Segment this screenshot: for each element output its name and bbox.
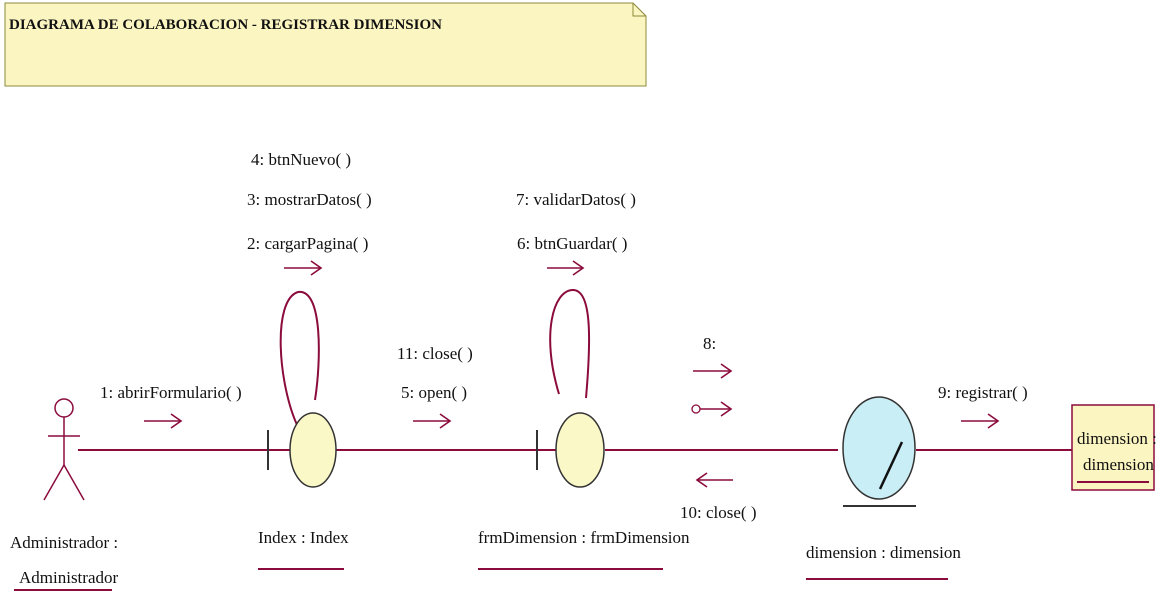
arrow-right-icon — [144, 413, 183, 429]
arrow-right-icon — [284, 260, 323, 276]
box-line2: dimension — [1083, 455, 1154, 474]
arrow-right-icon — [413, 413, 452, 429]
entity-icon — [842, 396, 916, 500]
object-frmdimension[interactable]: frmDimension : frmDimension — [478, 288, 690, 570]
actor-label-line1: Administrador : — [10, 533, 118, 552]
message-9[interactable]: 9: registrar( ) — [938, 383, 1028, 402]
message-3[interactable]: 3: mostrarDatos( ) — [247, 190, 372, 209]
message-arrows — [144, 260, 1000, 488]
entity-pointer — [878, 441, 904, 490]
message-1[interactable]: 1: abrirFormulario( ) — [100, 383, 242, 402]
message-5[interactable]: 5: open( ) — [401, 383, 467, 402]
message-4[interactable]: 4: btnNuevo( ) — [251, 150, 351, 169]
self-link-frm — [549, 288, 591, 399]
diagram-note[interactable]: DIAGRAMA DE COLABORACION - REGISTRAR DIM… — [4, 2, 647, 87]
boundary-icon-frm — [555, 412, 605, 488]
boundary-icon-index — [289, 412, 337, 488]
index-label: Index : Index — [258, 528, 349, 547]
object-dimension-box[interactable]: dimension : dimension — [1071, 404, 1157, 491]
message-7[interactable]: 7: validarDatos( ) — [516, 190, 636, 209]
entity-label: dimension : dimension — [806, 543, 961, 562]
frm-label: frmDimension : frmDimension — [478, 528, 690, 547]
arrow-right-icon — [961, 413, 1000, 429]
object-dimension-entity[interactable]: dimension : dimension — [806, 396, 961, 580]
message-8[interactable]: 8: — [703, 334, 716, 353]
messages: 1: abrirFormulario( ) 2: cargarPagina( )… — [100, 150, 1028, 522]
box-line1: dimension : — [1077, 429, 1157, 448]
actor-administrador[interactable]: Administrador : Administrador — [10, 398, 118, 591]
actor-figure-icon — [43, 398, 85, 501]
arrow-left-icon — [695, 472, 733, 488]
note-title: DIAGRAMA DE COLABORACION - REGISTRAR DIM… — [9, 17, 442, 33]
arrow-right-icon — [693, 363, 733, 379]
object-index[interactable]: Index : Index — [258, 290, 349, 570]
data-flow-arrow-icon — [691, 401, 733, 417]
actor-label-line2: Administrador — [19, 568, 118, 587]
self-link-index — [279, 290, 320, 428]
message-2[interactable]: 2: cargarPagina( ) — [247, 234, 368, 253]
message-11[interactable]: 11: close( ) — [397, 344, 473, 363]
arrow-right-icon — [547, 260, 585, 276]
message-10[interactable]: 10: close( ) — [680, 503, 756, 522]
message-6[interactable]: 6: btnGuardar( ) — [517, 234, 627, 253]
